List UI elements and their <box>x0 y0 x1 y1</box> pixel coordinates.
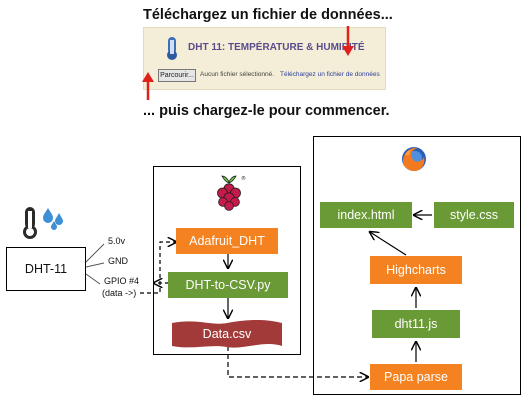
annotation-arrows <box>142 26 354 100</box>
node-style-css: style.css <box>434 202 514 228</box>
node-data-csv: Data.csv <box>202 327 252 341</box>
bottom-caption: ... puis chargez-le pour commencer. <box>143 103 390 119</box>
app-heading: DHT 11: TEMPÉRATURE & HUMIDITÉ <box>188 42 365 53</box>
app-screenshot: DHT 11: TEMPÉRATURE & HUMIDITÉ Parcourir… <box>143 27 386 90</box>
node-dht-to-csv: DHT-to-CSV.py <box>168 272 288 298</box>
red-arrow-down <box>342 26 354 56</box>
gpio-data-arrow <box>140 242 176 294</box>
pin-label-5v: 5.0v <box>108 236 126 246</box>
water-drops-icon <box>43 208 63 230</box>
arrow-csv-to-papaparse <box>227 346 368 377</box>
pin-label-gpio: GPIO #4 <box>104 276 140 286</box>
raspberry-pi-logo-icon: ® <box>217 175 246 211</box>
node-dht11-js: dht11.js <box>372 310 460 338</box>
node-highcharts: Highcharts <box>370 256 462 284</box>
firefox-logo-icon <box>402 147 426 172</box>
wire-5v <box>85 243 105 263</box>
node-papa-parse: Papa parse <box>370 364 462 390</box>
browse-button[interactable]: Parcourir... <box>158 69 196 82</box>
pin-label-gnd: GND <box>108 256 128 266</box>
top-caption: Téléchargez un fichier de données... <box>143 7 393 23</box>
svg-text:®: ® <box>241 175 246 182</box>
pin-label-data: (data ->) <box>102 288 137 298</box>
csv-document-shape <box>172 320 282 348</box>
upload-link[interactable]: Téléchargez un fichier de données <box>280 71 380 78</box>
node-index-html: index.html <box>320 202 412 228</box>
thermometer-icon <box>167 37 177 60</box>
red-arrow-up <box>142 72 154 100</box>
thermometer-icon <box>23 207 37 239</box>
sensor-label: DHT-11 <box>24 262 68 276</box>
no-file-label: Aucun fichier sélectionné. <box>200 71 275 78</box>
node-adafruit-dht: Adafruit_DHT <box>176 228 278 254</box>
dht11-sensor-box: DHT-11 <box>6 247 86 291</box>
wire-gnd <box>85 262 105 268</box>
wire-gpio <box>85 273 101 285</box>
arrow-highcharts-to-index <box>370 232 407 256</box>
